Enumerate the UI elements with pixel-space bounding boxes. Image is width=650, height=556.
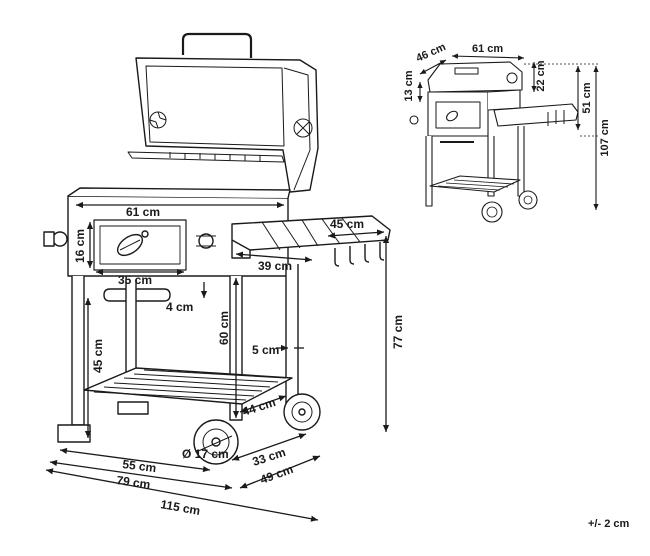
tolerance-note: +/- 2 cm <box>588 518 629 530</box>
door-handle <box>116 230 149 257</box>
tray-handle <box>103 288 171 302</box>
label-side-table-width: 39 cm <box>258 259 292 273</box>
side-crank <box>43 231 68 247</box>
ash-door <box>93 219 187 271</box>
label-lid-height: 22 cm <box>535 60 547 91</box>
small-lid <box>427 61 523 93</box>
label-door-width: 35 cm <box>118 273 152 287</box>
warming-rack <box>127 151 285 163</box>
lid-inner-panel <box>145 65 285 147</box>
main-grill-drawing <box>43 32 391 465</box>
label-firebox-height: 16 cm <box>73 229 87 263</box>
label-handle-offset: 5 cm <box>252 343 279 357</box>
label-total-height: 107 cm <box>599 119 611 157</box>
rear-left-leg <box>125 280 137 381</box>
label-leg-height: 60 cm <box>217 311 231 345</box>
label-overall-width: 115 cm <box>159 497 201 518</box>
label-table-height: 51 cm <box>581 82 593 113</box>
label-vent-height: 13 cm <box>403 70 415 101</box>
main-dimension-lines <box>45 201 390 522</box>
label-lid-width: 61 cm <box>472 43 503 55</box>
left-foot <box>57 424 91 443</box>
open-lid <box>135 57 319 193</box>
bottom-shelf <box>83 367 293 415</box>
label-base-width: 55 cm <box>122 457 157 475</box>
wheel-right <box>283 393 321 431</box>
lid-vent-icon <box>149 111 167 129</box>
tool-hooks <box>334 242 385 267</box>
small-dimension-lines <box>417 53 600 210</box>
height-knob <box>196 233 216 249</box>
label-body-width: 79 cm <box>116 473 152 492</box>
label-grill-width: 61 cm <box>126 205 160 219</box>
rear-right-leg <box>285 264 299 406</box>
label-overall-height: 77 cm <box>391 315 405 349</box>
front-left-leg <box>71 276 85 426</box>
label-shelf-gap: 4 cm <box>166 300 193 314</box>
lid-thermometer-icon <box>293 118 313 138</box>
label-hook-bar: 45 cm <box>330 217 364 231</box>
small-firebox <box>427 91 489 137</box>
small-grill-drawing <box>409 61 579 223</box>
label-floor-to-box: 45 cm <box>91 339 105 373</box>
label-wheel-diameter: Ø 17 cm <box>182 447 229 461</box>
lid-handle <box>181 32 253 58</box>
